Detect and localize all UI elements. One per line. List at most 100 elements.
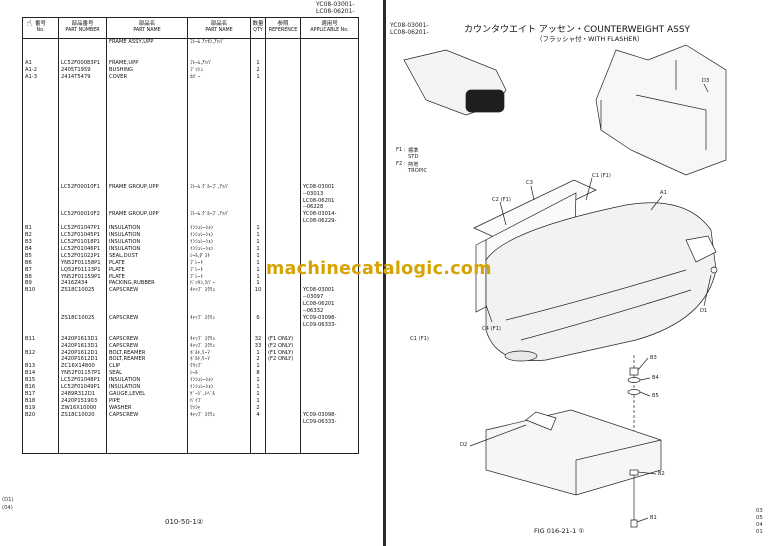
part-name-cell <box>106 301 188 309</box>
part-number-cell <box>58 80 107 88</box>
part-name-cell: INSULATION <box>106 232 188 240</box>
qty-cell <box>250 308 266 315</box>
leader-c2 <box>499 201 507 226</box>
callout-c1: C1 (F1) <box>592 173 611 179</box>
part-name-cell: CLIP <box>106 363 188 371</box>
applicable-cell: YC08-03014- <box>300 211 359 219</box>
applicable-cell <box>300 73 359 81</box>
part-name-cell: PLATE <box>106 259 188 267</box>
applicable-cell: YC09-03098- <box>300 411 359 419</box>
part-number-cell <box>58 204 107 212</box>
bolt-head-b1 <box>630 519 638 528</box>
counterweight-lug <box>504 350 538 362</box>
table-row <box>22 101 359 108</box>
applicable-cell <box>300 176 359 184</box>
reference-cell <box>265 128 301 136</box>
qty-cell: 4 <box>250 411 266 419</box>
applicable-cell <box>300 80 359 88</box>
legend-f2-en: TROPIC <box>408 168 428 174</box>
col-part-number: 部品番号 PART NUMBER <box>58 17 107 39</box>
item-no-cell: B17 <box>22 390 59 398</box>
part-number-cell: 2420P1612D1 <box>58 349 107 357</box>
qty-cell <box>250 38 266 46</box>
qty-cell: 1 <box>250 280 266 288</box>
callout-a1: A1 <box>660 190 667 196</box>
item-no-cell <box>22 301 59 309</box>
item-no-cell <box>22 446 59 455</box>
part-number-cell: LC52F01047P1 <box>58 225 107 233</box>
reference-cell <box>265 370 301 378</box>
part-number-cell: LC52F00083P1 <box>58 59 107 67</box>
applicable-cell: --03013 <box>300 190 359 198</box>
item-no-cell <box>22 135 59 143</box>
qty-cell: 10 <box>250 287 266 295</box>
qty-cell <box>250 87 266 95</box>
part-number-cell <box>58 121 107 129</box>
item-no-cell <box>22 121 59 129</box>
part-number-cell <box>58 190 107 198</box>
qty-cell: 1 <box>250 59 266 67</box>
qty-cell <box>250 321 266 329</box>
table-row: --06332 <box>22 308 359 315</box>
part-number-cell: 2420P151903 <box>58 397 107 405</box>
item-no-cell <box>22 432 59 440</box>
ref-code: LC08-06201- <box>316 8 355 15</box>
reference-cell <box>265 308 301 315</box>
leader-d3 <box>703 83 709 93</box>
col-reference: 参照 REFERENCE <box>265 17 301 39</box>
part-name-jp-cell <box>187 45 251 53</box>
part-name-jp-cell: ﾌﾚｰﾑ ｸﾞﾙｰﾌﾟ,ｱｯﾊﾟ <box>187 211 251 219</box>
applicable-cell <box>300 356 359 364</box>
applicable-cell <box>300 363 359 371</box>
applicable-cell: YC08-03001 <box>300 183 359 191</box>
leader-b2 <box>637 471 657 475</box>
reference-cell <box>265 432 301 440</box>
table-row <box>22 149 359 157</box>
applicable-cell <box>300 432 359 440</box>
part-name-jp-cell <box>187 135 251 143</box>
applicable-cell: LC08-06229- <box>300 218 359 226</box>
part-number-cell: LC52F00010F1 <box>58 183 107 191</box>
table-row <box>22 439 359 447</box>
part-name-cell: BUSHING <box>106 66 188 74</box>
applicable-cell <box>300 59 359 67</box>
col-qty: 数量 QTY <box>250 17 266 39</box>
applicable-cell <box>300 404 359 412</box>
item-no-cell <box>22 149 59 157</box>
part-number-cell <box>58 87 107 95</box>
reference-cell <box>265 245 301 253</box>
reference-cell <box>265 38 301 46</box>
side-code: 01 <box>756 529 763 535</box>
item-no-cell <box>22 101 59 108</box>
applicable-cell <box>300 390 359 398</box>
part-name-cell <box>106 87 188 95</box>
part-name-jp-cell <box>187 328 251 336</box>
item-no-cell: B18 <box>22 397 59 405</box>
leader-b5 <box>639 391 651 397</box>
part-name-cell: FRAME GROUP,UPP <box>106 211 188 219</box>
item-no-cell <box>22 128 59 136</box>
qty-cell: 1 <box>250 349 266 357</box>
reference-cell <box>265 197 301 205</box>
qty-cell <box>250 52 266 60</box>
part-name-jp-cell: ｲﾝｼｭﾚｰｼｮﾝ <box>187 384 251 391</box>
part-name-cell: INSULATION <box>106 225 188 233</box>
reference-cell <box>265 232 301 240</box>
table-row <box>22 80 359 88</box>
part-name-jp-cell: ﾌﾚｰﾑ ｱｯｾﾝ,ｱｯﾊﾟ <box>187 38 251 46</box>
qty-cell: 1 <box>250 73 266 81</box>
part-name-jp-cell <box>187 176 251 184</box>
leader-b3 <box>637 357 649 371</box>
part-name-cell <box>106 446 188 455</box>
part-number-cell <box>58 149 107 157</box>
applicable-cell <box>300 87 359 95</box>
table-row <box>22 142 359 150</box>
